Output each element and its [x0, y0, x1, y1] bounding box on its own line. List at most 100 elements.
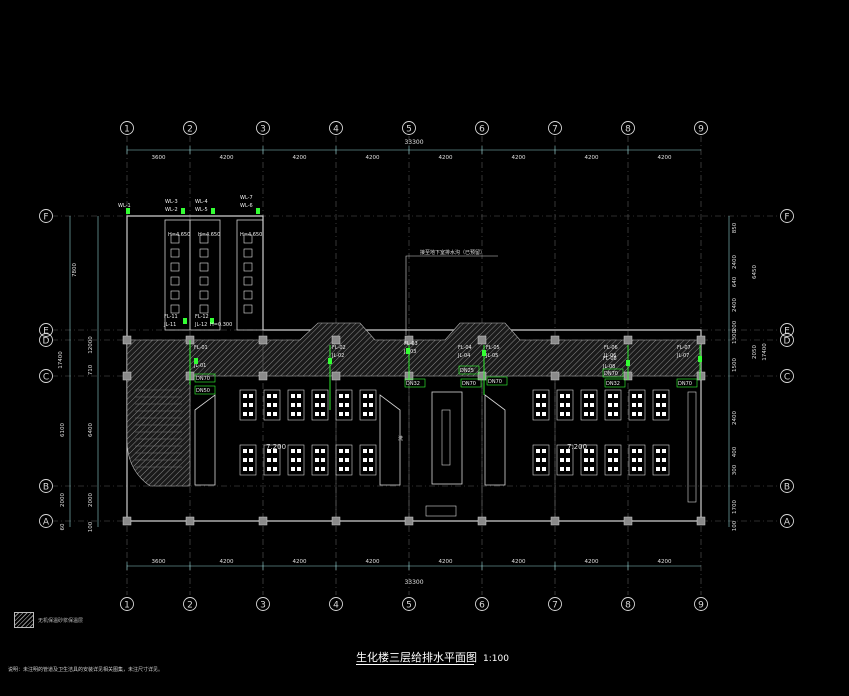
- bench-sink: [345, 412, 349, 416]
- grid-bubble-row-B-left: [39, 479, 53, 493]
- bench-sink: [267, 449, 271, 453]
- bench-sink: [345, 467, 349, 471]
- bench-sink: [584, 449, 588, 453]
- annotation-drain: 接至地下室排水沟（已预留）: [420, 249, 485, 256]
- bench-sink: [243, 449, 247, 453]
- pipe-size-box: [602, 368, 624, 378]
- grid-label-col-1-bottom: 1: [124, 601, 130, 611]
- bench-sink: [345, 449, 349, 453]
- toilet-fixture: [170, 304, 180, 314]
- dim-right: 850: [732, 222, 738, 233]
- bench-sink: [339, 458, 343, 462]
- bench-sink: [656, 412, 660, 416]
- pipe-size-box: [604, 378, 626, 388]
- right-duct: [687, 391, 697, 503]
- grid-bubble-col-9-bottom: [694, 597, 708, 611]
- bench-sink: [369, 449, 373, 453]
- structural-column: [696, 335, 706, 345]
- dim-span-bottom: 4200: [220, 559, 234, 565]
- bench-sink: [608, 458, 612, 462]
- bench-sink: [369, 412, 373, 416]
- grid-label-row-C-right: C: [784, 373, 790, 383]
- pipe-size: DN70: [462, 381, 476, 387]
- pipe-tag: WL-2: [165, 207, 178, 213]
- bench-sink: [662, 449, 666, 453]
- bench-sink: [369, 467, 373, 471]
- bench-sink: [267, 467, 271, 471]
- lab-bench: [580, 444, 598, 476]
- pipe-tag: FL-06: [604, 345, 618, 351]
- dim-left: 6400: [88, 423, 94, 437]
- pipe-tag: WL-6: [240, 203, 253, 209]
- dim-span-top: 4200: [585, 155, 599, 161]
- structural-column: [258, 335, 268, 345]
- bench-sink: [638, 458, 642, 462]
- bench-sink: [249, 449, 253, 453]
- pipe-size: DN70: [488, 379, 502, 385]
- lab-bench: [628, 389, 646, 421]
- toilet-fixture: [243, 248, 253, 258]
- pipe-riser: [181, 208, 185, 214]
- grid-bubble-col-3-top: [256, 121, 270, 135]
- dim-right: 400: [732, 446, 738, 457]
- dim-span-top: 4200: [220, 155, 234, 161]
- toilet-fixture: [243, 234, 253, 244]
- bench-sink: [542, 449, 546, 453]
- bench-sink: [632, 458, 636, 462]
- bench-sink: [273, 394, 277, 398]
- structural-column: [550, 371, 560, 381]
- grid-bubble-row-F-left: [39, 209, 53, 223]
- bench-sink: [345, 458, 349, 462]
- bench-sink: [339, 449, 343, 453]
- grid-label-col-7-bottom: 7: [552, 601, 558, 611]
- bench-sink: [656, 403, 660, 407]
- bench-sink: [638, 412, 642, 416]
- bench-sink: [321, 467, 325, 471]
- pipe-tag: JL-06: [603, 353, 616, 359]
- central-island: [431, 391, 463, 485]
- lab-bench: [311, 389, 329, 421]
- bench-sink: [267, 403, 271, 407]
- grid-bubble-row-A-right: [780, 514, 794, 528]
- bench-sink: [363, 412, 367, 416]
- bench-sink: [590, 394, 594, 398]
- bench-sink: [590, 467, 594, 471]
- structural-column: [696, 371, 706, 381]
- lab-bench: [580, 389, 598, 421]
- pipe-riser: [210, 318, 214, 324]
- structural-column: [185, 516, 195, 526]
- dim-right: 2400: [732, 298, 738, 312]
- lab-bench: [532, 444, 550, 476]
- pipe-size: DN50: [196, 388, 210, 394]
- bench-sink: [566, 467, 570, 471]
- bench-sink: [632, 449, 636, 453]
- toilet-fixture: [199, 290, 209, 300]
- bench-sink: [315, 394, 319, 398]
- lab-bench: [287, 389, 305, 421]
- bench-sink: [339, 467, 343, 471]
- pipe-size: DN70: [604, 371, 618, 377]
- lab-bench: [556, 389, 574, 421]
- lab-bench: [359, 389, 377, 421]
- toilet-fixture: [199, 276, 209, 286]
- bench-sink: [315, 403, 319, 407]
- bench-sink: [584, 412, 588, 416]
- dim-span-top: 4200: [439, 155, 453, 161]
- bench-sink: [291, 449, 295, 453]
- bench-sink: [369, 394, 373, 398]
- dim-right: 300: [732, 464, 738, 475]
- pipe-size-box: [404, 378, 426, 388]
- drain-leader: [405, 255, 498, 335]
- bench-sink: [249, 467, 253, 471]
- pipe-height: H=4.650: [168, 232, 190, 238]
- hatched-stair: [126, 339, 191, 487]
- bench-sink: [656, 394, 660, 398]
- bench-sink: [243, 412, 247, 416]
- structural-column: [331, 335, 341, 345]
- structural-column: [696, 516, 706, 526]
- lab-bench: [604, 389, 622, 421]
- bench-sink: [560, 403, 564, 407]
- drawing-note: 说明：未注明的管道及卫生洁具的安装详见相关图集，未注尺寸详见。: [8, 667, 164, 673]
- pipe-size: DN70: [196, 376, 210, 382]
- dim-total-bottom: 33300: [404, 579, 423, 586]
